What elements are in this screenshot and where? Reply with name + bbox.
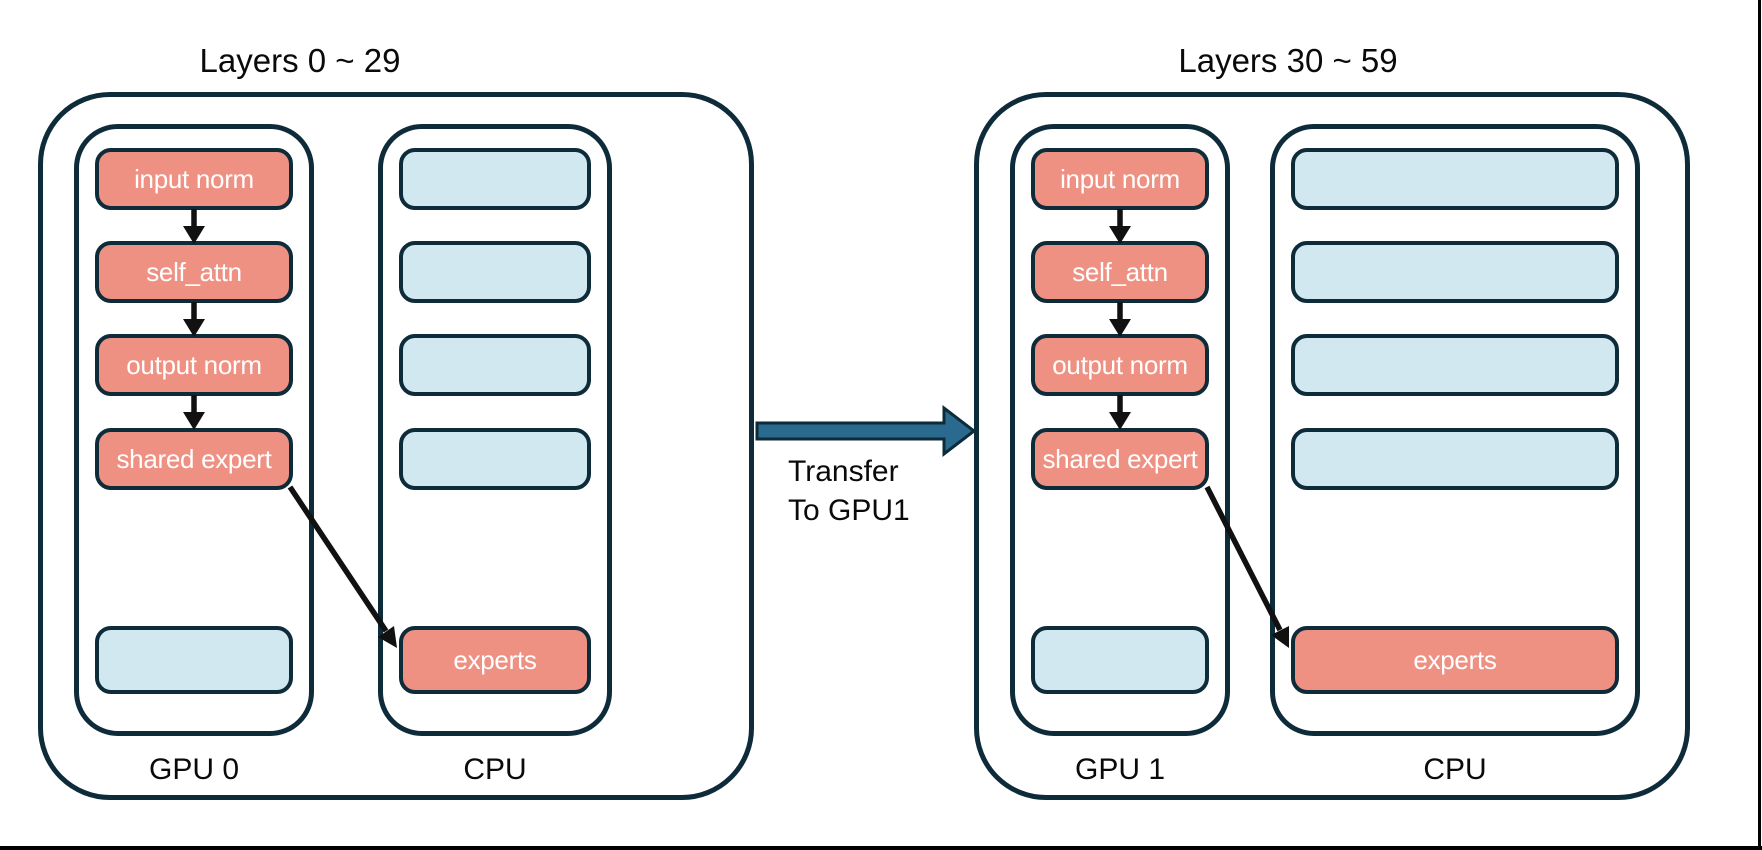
screen-edge-right bbox=[1758, 0, 1761, 850]
empty-slot-box bbox=[399, 334, 591, 396]
module-box-self-attn: self_attn bbox=[95, 241, 293, 303]
empty-slot-box bbox=[95, 626, 293, 694]
module-box-shared-expert: shared expert bbox=[95, 428, 293, 490]
transfer-caption-line1: Transfer bbox=[788, 455, 899, 488]
node-container-1: input norm self_attn output norm shared … bbox=[974, 92, 1690, 800]
module-box-experts: experts bbox=[1291, 626, 1619, 694]
screen-edge-bottom bbox=[0, 846, 1762, 850]
group-title-layers-0-29: Layers 0 ~ 29 bbox=[199, 42, 401, 79]
gpu1-column: input norm self_attn output norm shared … bbox=[1010, 124, 1230, 736]
empty-slot-box bbox=[1291, 148, 1619, 210]
device-label-gpu1: GPU 1 bbox=[1074, 753, 1166, 786]
empty-slot-box bbox=[399, 148, 591, 210]
module-box-shared-expert: shared expert bbox=[1031, 428, 1209, 490]
empty-slot-box bbox=[1031, 626, 1209, 694]
empty-slot-box bbox=[1291, 334, 1619, 396]
device-label-gpu0: GPU 0 bbox=[148, 753, 240, 786]
transfer-arrow bbox=[755, 404, 977, 458]
layer-group-1: Layers 30 ~ 59 input norm self_attn outp… bbox=[974, 0, 1690, 850]
module-box-input-norm: input norm bbox=[1031, 148, 1209, 210]
device-label-cpu-left: CPU bbox=[463, 753, 527, 786]
device-label-cpu-right: CPU bbox=[1423, 753, 1487, 786]
empty-slot-box bbox=[1291, 241, 1619, 303]
empty-slot-box bbox=[1291, 428, 1619, 490]
transfer-caption: Transfer To GPU1 bbox=[788, 452, 910, 530]
cpu-column-right: experts bbox=[1270, 124, 1640, 736]
module-box-experts: experts bbox=[399, 626, 591, 694]
empty-slot-box bbox=[399, 241, 591, 303]
node-container-0: input norm self_attn output norm shared … bbox=[38, 92, 754, 800]
gpu0-column: input norm self_attn output norm shared … bbox=[74, 124, 314, 736]
module-box-output-norm: output norm bbox=[95, 334, 293, 396]
module-box-self-attn: self_attn bbox=[1031, 241, 1209, 303]
group-title-layers-30-59: Layers 30 ~ 59 bbox=[1178, 42, 1398, 79]
module-box-input-norm: input norm bbox=[95, 148, 293, 210]
transfer-caption-line2: To GPU1 bbox=[788, 494, 910, 527]
cpu-column-left: experts bbox=[378, 124, 612, 736]
module-box-output-norm: output norm bbox=[1031, 334, 1209, 396]
layer-group-0: Layers 0 ~ 29 input norm self_attn outpu… bbox=[38, 0, 754, 850]
empty-slot-box bbox=[399, 428, 591, 490]
